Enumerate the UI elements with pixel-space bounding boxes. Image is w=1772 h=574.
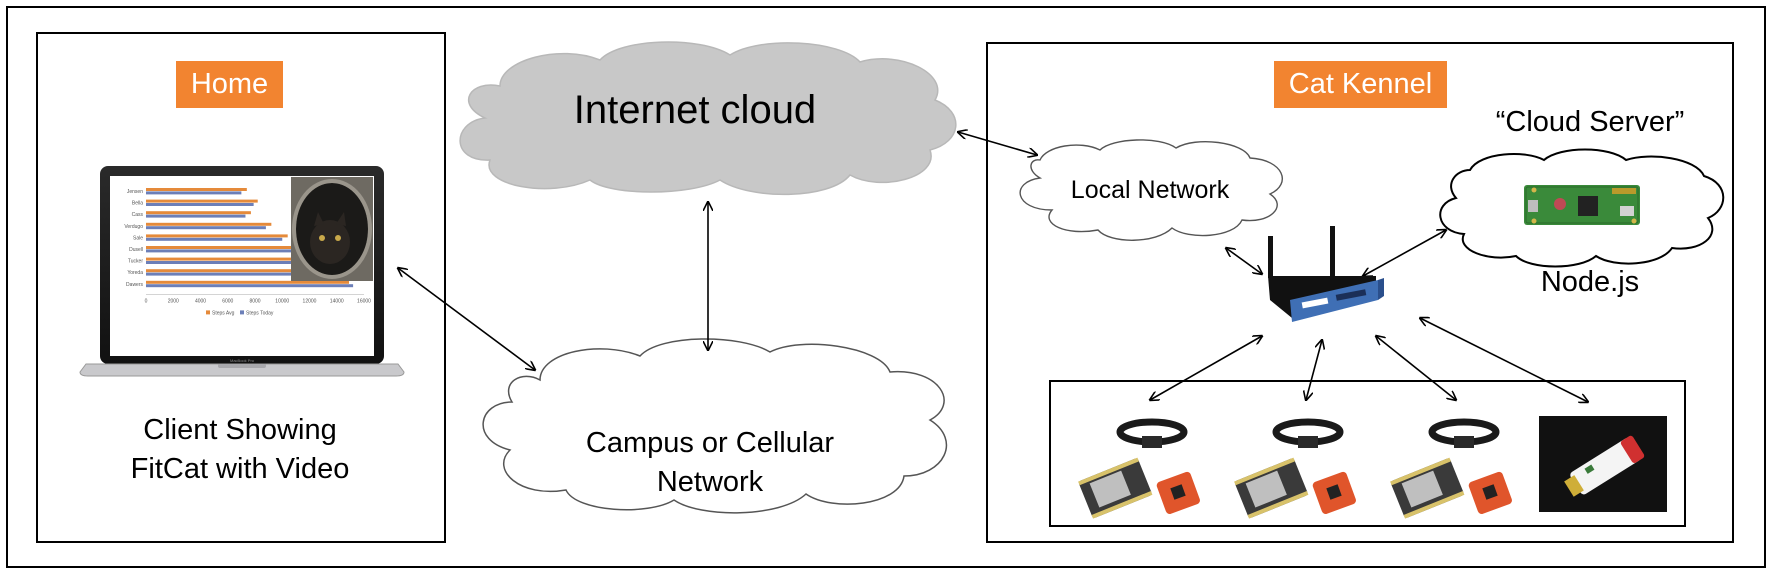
mini-chart-bar-avg bbox=[146, 222, 272, 226]
laptop: MacBook Pro JensenBellaCassVerdugoSaleDu… bbox=[79, 166, 405, 377]
collar-sensor-kit bbox=[1234, 418, 1356, 519]
esp-board-pins bbox=[1078, 457, 1139, 486]
raspberry-pi-board bbox=[1524, 185, 1640, 225]
collar-buckle bbox=[1454, 436, 1474, 448]
mini-bar-chart: JensenBellaCassVerdugoSaleDusellTuckerYo… bbox=[124, 188, 371, 316]
home-caption-line2: FitCat with Video bbox=[130, 453, 350, 485]
mini-chart-bar-today bbox=[146, 203, 254, 206]
imu-board bbox=[1468, 471, 1512, 514]
cloud-server-label: “Cloud Server” bbox=[1495, 106, 1685, 138]
mini-chart-bar-today bbox=[146, 214, 246, 218]
outer-frame bbox=[6, 6, 1766, 568]
mini-chart-bar-today bbox=[146, 249, 305, 253]
local-network-label: Local Network bbox=[1070, 176, 1230, 204]
mini-chart-tick-label: 16000 bbox=[357, 298, 371, 304]
mini-chart-bar-today bbox=[146, 191, 242, 195]
mini-chart-legend-swatch bbox=[240, 310, 244, 315]
mini-chart-row-label: Jensen bbox=[127, 189, 143, 195]
arrow-router-device4 bbox=[1420, 318, 1588, 402]
mini-chart-bar-avg bbox=[146, 234, 288, 238]
esp-board-pins bbox=[1403, 490, 1465, 519]
esp-board bbox=[1234, 457, 1309, 519]
mini-chart-tick-label: 0 bbox=[145, 298, 148, 304]
mini-chart-bar-today bbox=[146, 237, 283, 241]
esp-board bbox=[1390, 457, 1465, 519]
wifi-router-icon bbox=[1268, 226, 1384, 322]
imu-board bbox=[1312, 471, 1356, 514]
mini-chart-row-label: Tucker bbox=[128, 259, 143, 265]
imu-board bbox=[1156, 471, 1200, 514]
collar-buckle bbox=[1142, 436, 1162, 448]
mini-chart-bar-avg bbox=[146, 257, 314, 261]
arrow-router-device3 bbox=[1376, 336, 1456, 400]
esp-board-shield bbox=[1245, 470, 1287, 508]
esp-board-pins bbox=[1390, 457, 1451, 486]
mini-chart-row-label: Yoreda bbox=[127, 270, 143, 276]
local-network-cloud bbox=[1019, 139, 1283, 241]
esp-board-pins bbox=[1247, 490, 1309, 519]
mini-chart-bar-avg bbox=[146, 269, 337, 273]
internet-cloud-label: Internet cloud bbox=[573, 88, 817, 132]
arrow-internet-local bbox=[958, 132, 1037, 155]
campus-cloud-label-line2: Network bbox=[656, 466, 764, 498]
mini-chart-legend-swatch bbox=[206, 310, 210, 315]
mini-chart-row-label: Bella bbox=[132, 201, 143, 207]
mini-chart-legend-label: Steps Today bbox=[246, 310, 274, 316]
esp-board bbox=[1078, 457, 1153, 519]
usb-wifi-dongle bbox=[1539, 416, 1667, 512]
mini-chart-row-label: Dawers bbox=[126, 282, 143, 288]
mini-chart-tick-label: 10000 bbox=[275, 298, 289, 304]
mini-chart-tick-label: 2000 bbox=[168, 298, 179, 304]
collar-sensor-kit bbox=[1390, 418, 1512, 519]
mini-chart-row-label: Cass bbox=[132, 212, 144, 218]
arrow-local-router bbox=[1226, 248, 1262, 274]
esp-board-pins bbox=[1091, 490, 1153, 519]
mini-chart-bar-today bbox=[146, 261, 324, 264]
mini-chart-row-label: Dusell bbox=[129, 247, 143, 253]
nodejs-label: Node.js bbox=[1540, 266, 1640, 298]
home-badge: Home bbox=[176, 61, 283, 108]
esp-board-shield bbox=[1089, 470, 1131, 508]
arrow-router-server bbox=[1363, 230, 1446, 276]
mini-chart-legend-label: Steps Avg bbox=[212, 310, 235, 316]
internet-cloud bbox=[459, 41, 957, 196]
imu-board-chip bbox=[1482, 484, 1498, 500]
arrow-laptop-campus bbox=[398, 268, 535, 370]
mini-chart-bar-avg bbox=[146, 280, 350, 284]
devices-box bbox=[1049, 380, 1686, 527]
campus-cloud-label-line1: Campus or Cellular bbox=[585, 427, 835, 459]
mini-chart-bar-today bbox=[146, 226, 266, 230]
home-caption-line1: Client Showing bbox=[143, 414, 337, 446]
kennel-badge: Cat Kennel bbox=[1274, 61, 1447, 108]
arrow-router-device2 bbox=[1306, 340, 1322, 400]
campus-cloud bbox=[482, 338, 948, 514]
mini-chart-row-label: Verdugo bbox=[124, 224, 143, 230]
imu-board-chip bbox=[1326, 484, 1342, 500]
esp-board-shield bbox=[1401, 470, 1443, 508]
mini-chart-tick-label: 12000 bbox=[303, 298, 317, 304]
mini-chart-tick-label: 4000 bbox=[195, 298, 206, 304]
mini-chart-tick-label: 14000 bbox=[330, 298, 344, 304]
imu-board-chip bbox=[1170, 484, 1186, 500]
mini-chart-bar-avg bbox=[146, 199, 258, 203]
cat-photo bbox=[291, 177, 373, 281]
collar-buckle bbox=[1298, 436, 1318, 448]
mini-chart-bar-today bbox=[146, 272, 343, 276]
mini-chart-row-label: Sale bbox=[133, 235, 143, 241]
arrow-router-device1 bbox=[1150, 336, 1262, 400]
collar-sensor-kit bbox=[1078, 418, 1200, 519]
mini-chart-tick-label: 6000 bbox=[222, 298, 233, 304]
mini-chart-bar-today bbox=[146, 284, 354, 288]
esp-board-pins bbox=[1234, 457, 1295, 486]
mini-chart-bar-avg bbox=[146, 188, 247, 191]
mini-chart-bar-avg bbox=[146, 211, 251, 215]
mini-chart-tick-label: 8000 bbox=[249, 298, 260, 304]
kennel-panel bbox=[986, 42, 1734, 543]
mini-chart-bar-avg bbox=[146, 246, 299, 249]
laptop-brand: MacBook Pro bbox=[230, 358, 255, 363]
